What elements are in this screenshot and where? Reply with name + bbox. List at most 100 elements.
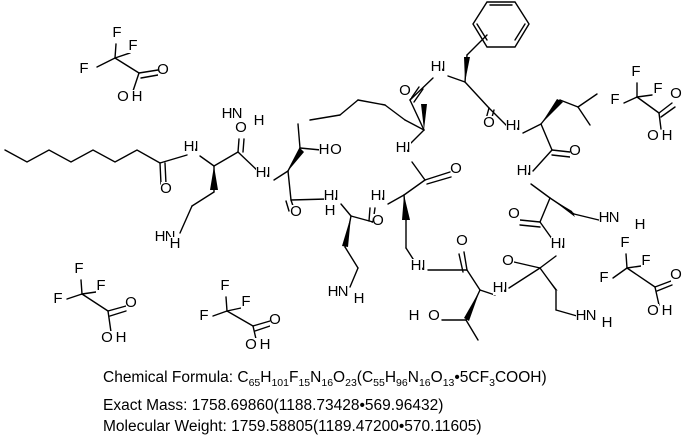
atom-label-m21: H [354,290,365,307]
formula-part: N [407,369,419,386]
atom-label-bg [132,90,143,104]
atom-label-bg [641,254,652,268]
atom-label-m31: O [483,114,495,131]
atom-label-m17: H [155,228,166,245]
formula-part: C [237,369,249,386]
atom-label-bg [74,262,85,276]
atom-label-bg [409,309,420,323]
atom-label-m1: O [160,180,172,197]
atom-label-d3: F [96,277,105,294]
atom-label-bg [354,292,365,306]
compound-info: Chemical Formula: C65H101F15N16O23(C55H9… [103,367,547,438]
atom-label-bg [599,211,610,225]
atom-label-b1: F [631,63,640,80]
atom-label-bg [493,281,504,295]
formula-subscript: 101 [271,377,289,390]
chemical-formula: Chemical Formula: C65H101F15N16O23(C55H9… [103,367,547,395]
atom-label-a1: F [112,24,121,41]
atom-label-bg [232,107,243,121]
atom-label-bg [506,119,517,133]
atom-label-bg [112,26,123,40]
atom-label-bg [431,60,442,74]
atom-label-m33: H [506,117,517,134]
atom-label-e3: F [241,293,250,310]
atom-label-m34: O [569,142,581,159]
atom-label-m16: N [165,228,176,245]
atom-label-bg [517,164,528,178]
atom-label-b3: F [653,80,662,97]
formula-part: COOH) [494,369,547,386]
atom-label-m40: H [635,216,646,233]
atom-label-d4: O [125,294,137,311]
atom-label-bg [429,309,440,323]
atom-label-m43: O [502,252,514,269]
atom-label-bg [551,237,562,251]
atom-label-c4: O [670,266,682,283]
atom-label-a6: H [132,88,143,105]
atom-label-bg [662,304,673,318]
atom-label-bg [126,296,137,310]
atom-label-m51: H [411,257,422,274]
atom-label-bg [610,93,621,107]
atom-label-b6: H [662,127,673,144]
atom-label-bg [620,236,631,250]
atom-label-c3: F [641,252,650,269]
atom-label-bg [457,234,468,248]
atom-label-m24: H [254,112,265,129]
formula-subscript: 16 [321,377,334,390]
atom-label-bg [158,63,169,77]
atom-label-bg [648,304,659,318]
stereo-bonds [210,57,575,321]
atom-label-bg [451,162,462,176]
atom-label-m37: O [508,205,520,222]
atom-label-c1: F [620,234,629,251]
atom-label-bg [411,259,422,273]
atom-label-e6: H [260,336,271,353]
atom-label-bg [400,84,411,98]
atom-label-bg [256,166,267,180]
atom-label-bg [53,292,64,306]
tfa-salt-4 [66,279,127,333]
atom-label-m18: H [170,235,181,252]
atom-label-m6: H [256,164,267,181]
formula-subscript: 96 [396,377,408,390]
atom-label-m47: H [576,307,587,324]
atom-label-a4: O [157,61,169,78]
atom-label-bg [116,331,127,345]
atom-label-bg [599,271,610,285]
atom-label-m46: N [586,307,597,324]
atom-label-m25: O [399,82,411,99]
atom-label-e5: O [245,336,257,353]
formula-part: •5CF [454,369,490,386]
atom-label-a3: F [128,37,137,54]
atom-label-bg [671,87,682,101]
atom-label-bg [328,285,339,299]
tfa-salt-2 [623,82,676,130]
atom-label-m3: H [184,138,195,155]
atom-label-m20: H [328,283,339,300]
atom-label-bg [270,313,281,327]
atom-label-bg [331,143,342,157]
atom-label-c6: H [662,302,673,319]
atom-label-m30: H [431,58,442,75]
atom-label-bg [241,295,252,309]
atom-label-m19: N [338,283,349,300]
atom-label-e1: F [220,277,229,294]
atom-label-bg [570,144,581,158]
atom-label-m38: N [609,209,620,226]
atom-label-bg [371,189,382,203]
atom-label-bg [503,254,514,268]
atom-label-m27: H [396,139,407,156]
formula-subscript: 65 [248,377,261,390]
formula-part: O [333,369,346,386]
atom-label-bg [648,129,659,143]
atom-label-bg [338,285,349,299]
formula-part: H [384,369,397,386]
atom-label-bg [96,279,107,293]
atom-label-m49: O [456,232,468,249]
atom-label-bg [325,204,336,218]
atom-label-bg [155,230,166,244]
atom-label-m12: H [325,202,336,219]
atom-label-bg [576,309,587,323]
